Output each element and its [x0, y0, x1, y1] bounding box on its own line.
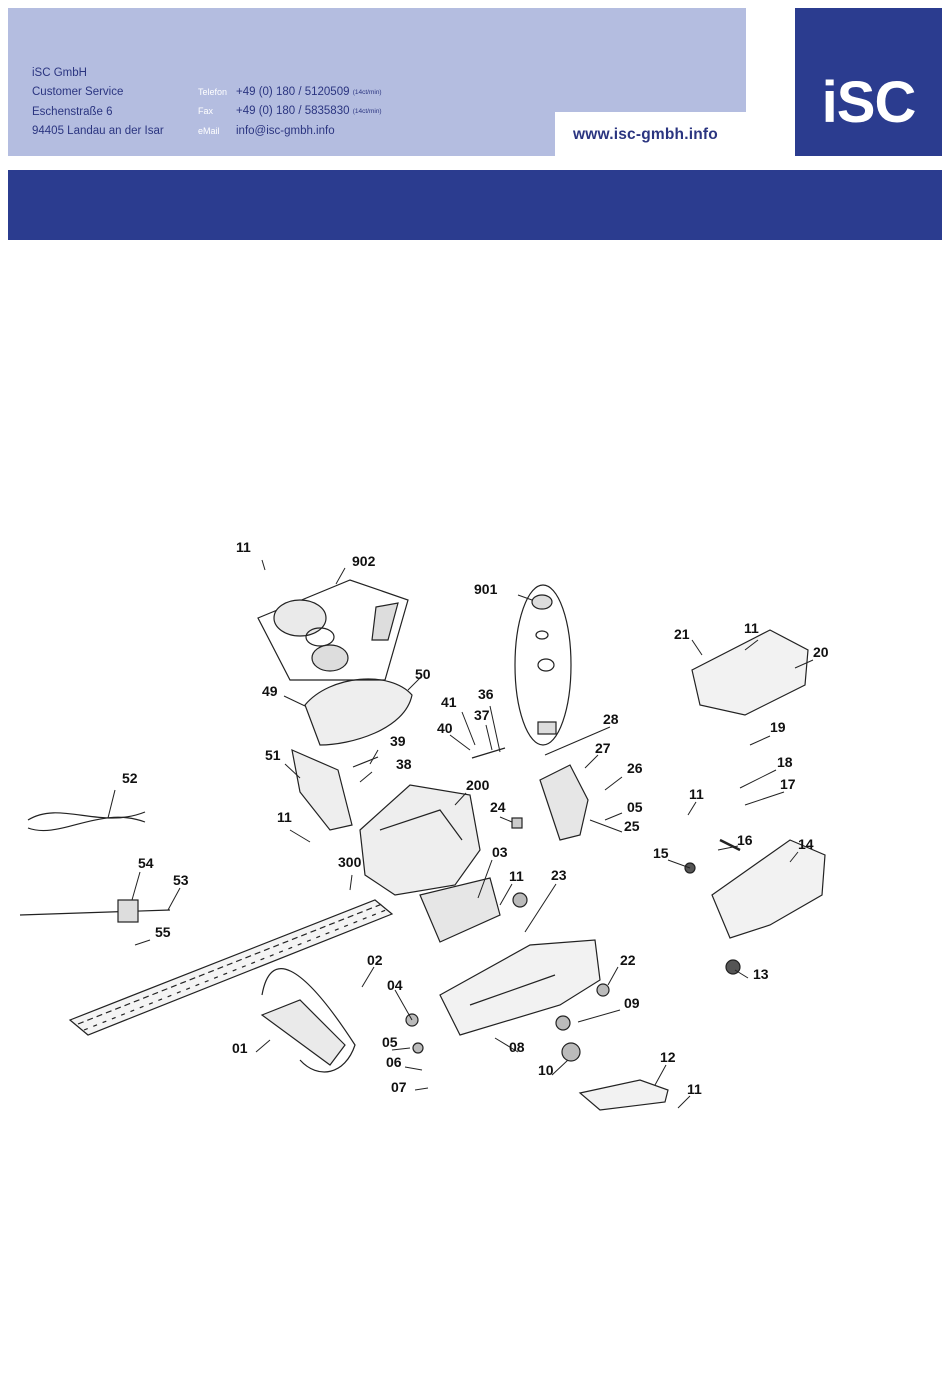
callout-50: 50 — [415, 666, 431, 682]
callout-40: 40 — [437, 720, 453, 736]
callout-902: 902 — [352, 553, 376, 569]
blade-part — [68, 899, 394, 1036]
phone-number: +49 (0) 180 / 5120509 — [236, 86, 350, 98]
cable-52-part — [27, 811, 146, 821]
callout-36: 36 — [478, 686, 494, 702]
callout-49: 49 — [262, 683, 278, 699]
callout-labels: 11 902 901 21 11 20 50 49 41 36 37 40 28… — [122, 539, 829, 1097]
part-51 — [291, 748, 353, 831]
email-label: eMail — [198, 125, 220, 136]
rear-handle-top-part — [691, 629, 809, 716]
gear-cover-part — [539, 764, 589, 841]
department: Customer Service — [32, 86, 124, 99]
header-contact-panel: iSC GmbH Customer Service Eschenstraße 6… — [8, 8, 746, 156]
address-block: iSC GmbH Customer Service Eschenstraße 6… — [32, 64, 164, 141]
callout-11: 11 — [689, 786, 704, 802]
callout-16: 16 — [737, 832, 753, 848]
exploded-parts-diagram: 11 902 901 21 11 20 50 49 41 36 37 40 28… — [0, 500, 950, 1160]
rear-handle-bottom-part — [711, 839, 826, 939]
callout-23: 23 — [551, 867, 567, 883]
callout-200: 200 — [466, 777, 490, 793]
logo-text: iSC — [821, 70, 917, 135]
callout-41: 41 — [441, 694, 457, 710]
callout-10: 10 — [538, 1062, 554, 1078]
contact-block: Telefon +49 (0) 180 / 5120509 (14ct/min)… — [198, 83, 382, 141]
callout-28: 28 — [603, 711, 619, 727]
callout-05: 05 — [382, 1034, 398, 1050]
isc-logo: iSC — [795, 8, 942, 156]
callout-08: 08 — [509, 1039, 525, 1055]
callout-05: 05 — [627, 799, 643, 815]
callout-25: 25 — [624, 818, 640, 834]
callout-26: 26 — [627, 760, 643, 776]
callout-51: 51 — [265, 747, 281, 763]
callout-55: 55 — [155, 924, 171, 940]
callout-11: 11 — [744, 620, 759, 636]
email-address[interactable]: info@isc-gmbh.info — [236, 124, 335, 137]
callout-24: 24 — [490, 799, 506, 815]
callout-01: 01 — [232, 1040, 248, 1056]
callout-14: 14 — [798, 836, 814, 852]
website-box: www.isc-gmbh.info — [555, 112, 746, 156]
callout-17: 17 — [780, 776, 796, 792]
callout-54: 54 — [138, 855, 154, 871]
callout-300: 300 — [338, 854, 362, 870]
motor-part — [359, 784, 481, 896]
bracket-part — [578, 1079, 669, 1111]
callout-11: 11 — [687, 1081, 702, 1097]
callout-11: 11 — [236, 539, 251, 555]
callout-38: 38 — [396, 756, 412, 772]
callout-22: 22 — [620, 952, 636, 968]
callout-52: 52 — [122, 770, 138, 786]
callout-21: 21 — [674, 626, 690, 642]
callout-03: 03 — [492, 844, 508, 860]
callout-11: 11 — [277, 809, 292, 825]
fax-row: Fax +49 (0) 180 / 5835830 (14ct/min) — [198, 102, 382, 121]
group-902-outline — [257, 579, 409, 681]
group-901-outline — [514, 584, 572, 746]
fax-rate: (14ct/min) — [352, 108, 382, 116]
callout-27: 27 — [595, 740, 611, 756]
phone-label: Telefon — [198, 87, 228, 97]
email-row: eMail info@isc-gmbh.info — [198, 122, 382, 141]
callout-19: 19 — [770, 719, 786, 735]
callout-11: 11 — [509, 868, 524, 884]
cover-part — [304, 678, 413, 746]
fax-number: +49 (0) 180 / 5835830 — [236, 105, 350, 118]
phone-rate: (14ct/min) — [352, 89, 382, 96]
callout-12: 12 — [660, 1049, 676, 1065]
cable-53-part — [19, 909, 171, 916]
street: Eschenstraße 6 — [32, 105, 113, 118]
callout-37: 37 — [474, 707, 490, 723]
callout-07: 07 — [391, 1079, 407, 1095]
callout-20: 20 — [813, 644, 829, 660]
callout-53: 53 — [173, 872, 189, 888]
company-name: iSC GmbH — [32, 67, 87, 79]
callout-13: 13 — [753, 966, 769, 982]
callout-18: 18 — [777, 754, 793, 770]
city: 94405 Landau an der Isar — [32, 124, 164, 137]
callout-15: 15 — [653, 845, 669, 861]
parts-drawing: 11 902 901 21 11 20 50 49 41 36 37 40 28… — [19, 539, 829, 1111]
phone-row: Telefon +49 (0) 180 / 5120509 (14ct/min) — [198, 83, 382, 102]
front-handle-part — [261, 968, 356, 1073]
callout-06: 06 — [386, 1054, 402, 1070]
callout-901: 901 — [474, 581, 498, 597]
header-band — [8, 170, 942, 240]
callout-09: 09 — [624, 995, 640, 1011]
fax-label: Fax — [198, 106, 214, 117]
callout-04: 04 — [387, 977, 403, 993]
website-link[interactable]: www.isc-gmbh.info — [573, 126, 718, 143]
callout-02: 02 — [367, 952, 383, 968]
callout-39: 39 — [390, 733, 406, 749]
